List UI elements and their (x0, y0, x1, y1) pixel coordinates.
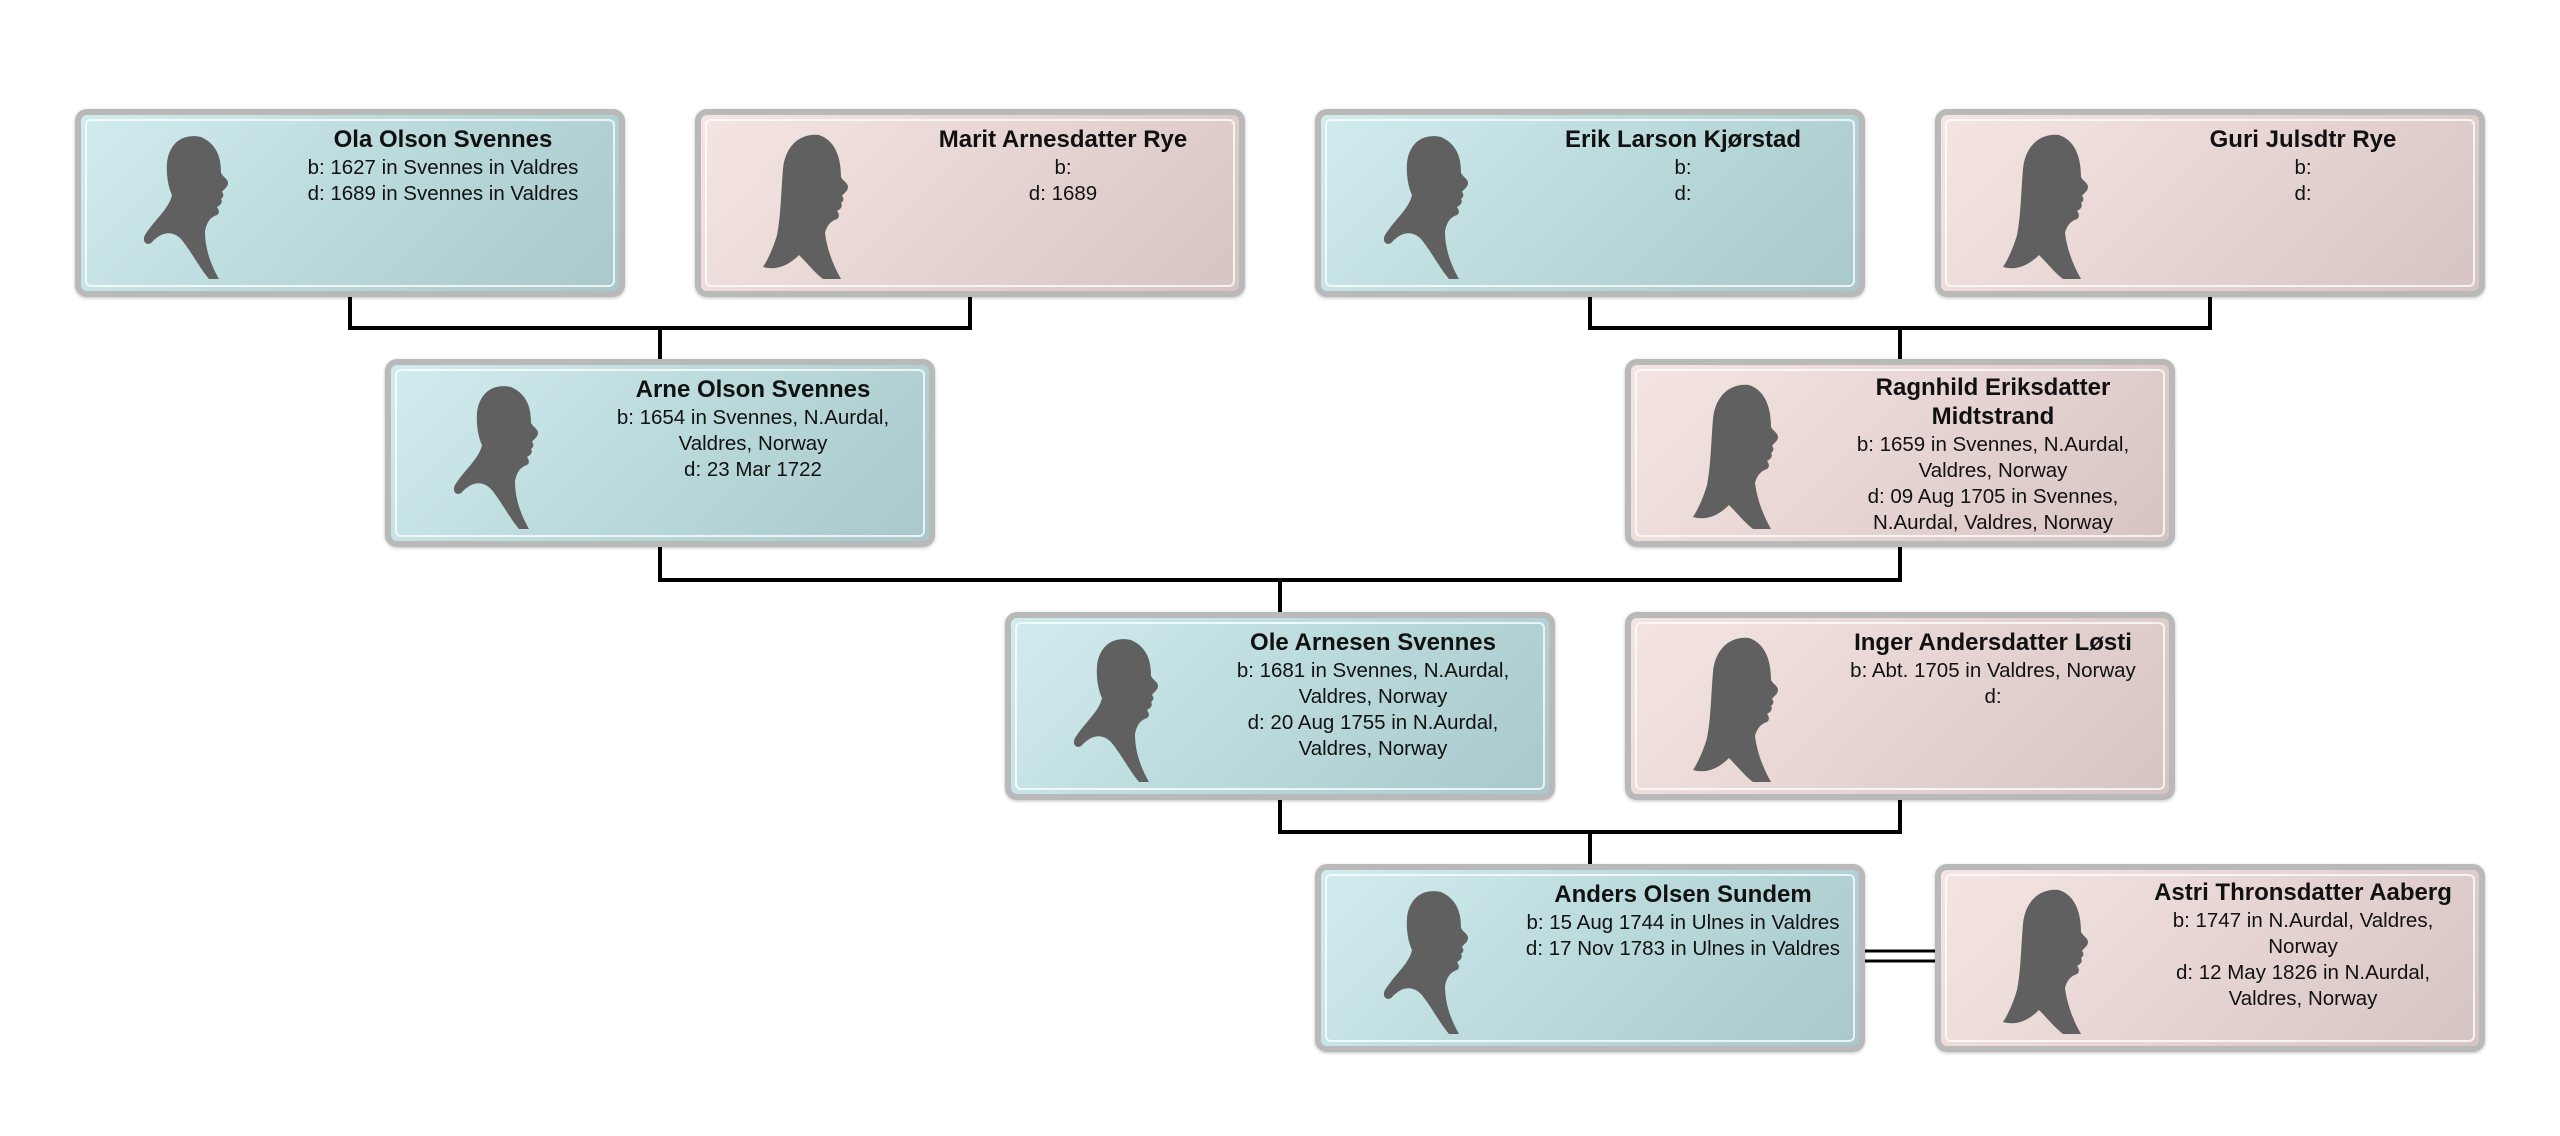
death-info: d: (2294, 182, 2312, 205)
birth-info: b: 1627 in Svennes in Valdres (307, 156, 579, 179)
person-name: Ola Olson Svennes (333, 126, 553, 153)
person-card-ole[interactable]: Ole Arnesen Svennes b: 1681 in Svennes, … (1005, 612, 1555, 800)
death-info: d: 20 Aug 1755 in N.Aurdal, Valdres, Nor… (1247, 711, 1499, 760)
birth-info: b: (1674, 156, 1692, 179)
person-card-anders[interactable]: Anders Olsen Sundem b: 15 Aug 1744 in Ul… (1315, 864, 1865, 1052)
connector-ola-marit (348, 295, 972, 330)
death-info: d: 23 Mar 1722 (684, 458, 822, 481)
connector-ole-inger (1278, 798, 1902, 834)
connector-arne-ragnhild (658, 545, 1902, 582)
person-name: Marit Arnesdatter Rye (938, 126, 1188, 153)
person-card-ola[interactable]: Ola Olson Svennes b: 1627 in Svennes in … (75, 109, 625, 297)
birth-info: b: Abt. 1705 in Valdres, Norway (1850, 659, 2136, 682)
female-silhouette-icon (1999, 886, 2095, 1036)
person-name: Arne Olson Svennes (635, 376, 871, 403)
death-info: d: (1984, 685, 2002, 708)
person-card-guri[interactable]: Guri Julsdtr Rye b: d: (1935, 109, 2485, 297)
person-name: Inger Andersdatter Løsti (1854, 629, 2132, 656)
person-name: Ole Arnesen Svennes (1250, 629, 1496, 656)
person-name: Erik Larson Kjørstad (1564, 126, 1802, 153)
person-name: Anders Olsen Sundem (1554, 881, 1812, 908)
person-card-ragnhild[interactable]: Ragnhild Eriksdatter Midtstrand b: 1659 … (1625, 359, 2175, 547)
death-info: d: 12 May 1826 in N.Aurdal, Valdres, Nor… (2175, 961, 2431, 1010)
male-silhouette-icon (1379, 886, 1475, 1036)
death-info: d: 17 Nov 1783 in Ulnes in Valdres (1525, 937, 1841, 960)
birth-info: b: (2294, 156, 2312, 179)
birth-info: b: 1747 in N.Aurdal, Valdres, Norway (2172, 909, 2434, 958)
person-card-arne[interactable]: Arne Olson Svennes b: 1654 in Svennes, N… (385, 359, 935, 547)
male-silhouette-icon (139, 131, 235, 281)
birth-info: b: (1054, 156, 1072, 179)
person-card-marit[interactable]: Marit Arnesdatter Rye b: d: 1689 (695, 109, 1245, 297)
male-silhouette-icon (449, 381, 545, 531)
female-silhouette-icon (1689, 634, 1785, 784)
person-name: Astri Thronsdatter Aaberg (2154, 879, 2452, 906)
female-silhouette-icon (1689, 381, 1785, 531)
connector-erik-guri (1588, 295, 2212, 330)
female-silhouette-icon (1999, 131, 2095, 281)
death-info: d: (1674, 182, 1692, 205)
person-card-astri[interactable]: Astri Thronsdatter Aaberg b: 1747 in N.A… (1935, 864, 2485, 1052)
death-info: d: 1689 in Svennes in Valdres (307, 182, 579, 205)
person-card-inger[interactable]: Inger Andersdatter Løsti b: Abt. 1705 in… (1625, 612, 2175, 800)
person-name: Ragnhild Eriksdatter Midtstrand (1875, 374, 2111, 430)
birth-info: b: 1654 in Svennes, N.Aurdal, Valdres, N… (616, 406, 890, 455)
birth-info: b: 1659 in Svennes, N.Aurdal, Valdres, N… (1856, 433, 2130, 482)
female-silhouette-icon (759, 131, 855, 281)
male-silhouette-icon (1379, 131, 1475, 281)
person-name: Guri Julsdtr Rye (2209, 126, 2397, 153)
death-info: d: 09 Aug 1705 in Svennes, N.Aurdal, Val… (1867, 485, 2119, 534)
death-info: d: 1689 (1028, 182, 1098, 205)
birth-info: b: 1681 in Svennes, N.Aurdal, Valdres, N… (1236, 659, 1510, 708)
birth-info: b: 15 Aug 1744 in Ulnes in Valdres (1526, 911, 1840, 934)
person-card-erik[interactable]: Erik Larson Kjørstad b: d: (1315, 109, 1865, 297)
male-silhouette-icon (1069, 634, 1165, 784)
